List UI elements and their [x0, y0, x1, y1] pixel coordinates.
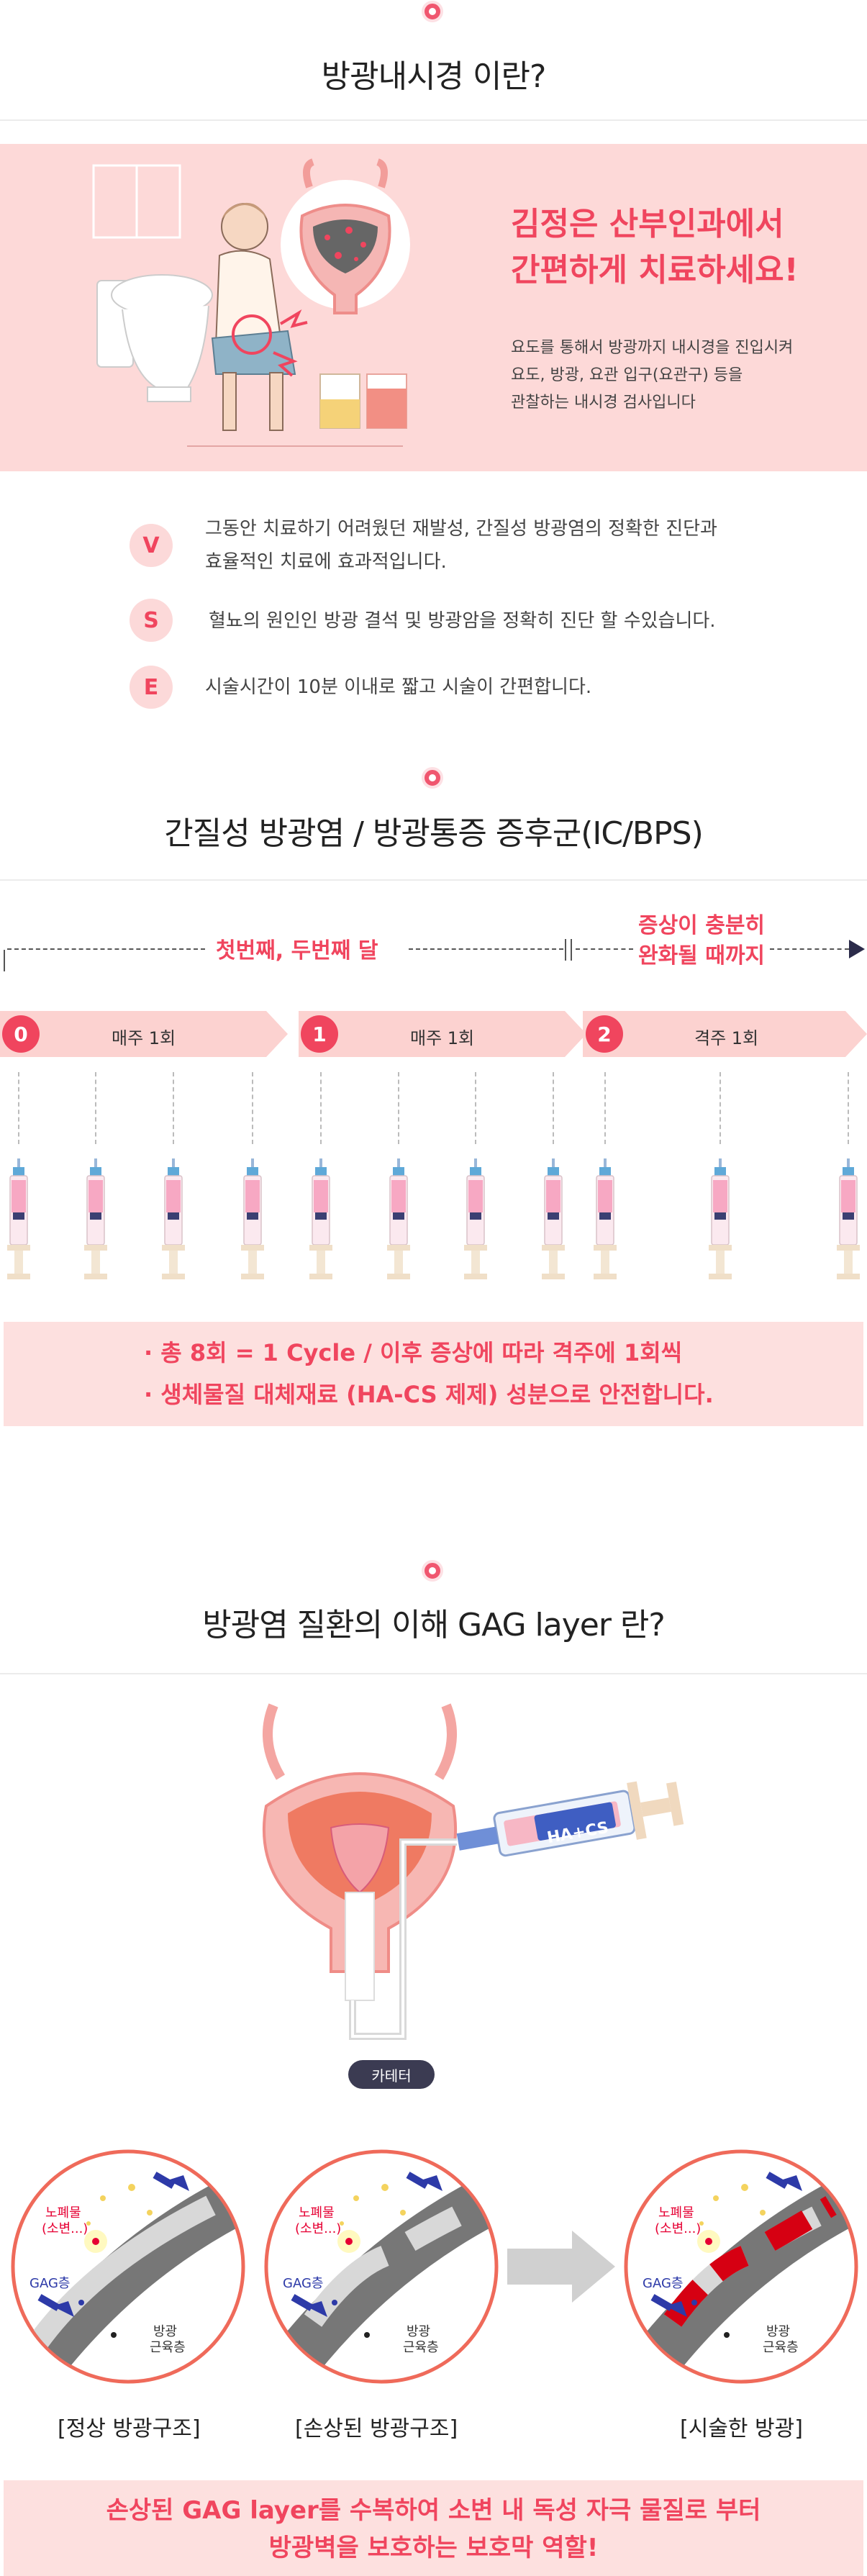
waste-label-line1: 노폐물: [45, 2205, 81, 2221]
syringe-guide-line: [173, 1072, 174, 1144]
syringe-guide-line: [553, 1072, 554, 1144]
section2-title: 간질성 방광염 / 방광통증 증후군(IC/BPS): [164, 815, 704, 852]
timeline-tick: [565, 939, 566, 961]
syringe-guide-line: [720, 1072, 721, 1144]
syringe-guide-line: [18, 1072, 19, 1144]
timeline-dash: [7, 948, 205, 950]
headline-line1: 김정은 산부인과에서: [511, 206, 784, 242]
note-2: · 생체물질 대체재료 (HA-CS 제제) 성분으로 안전합니다.: [144, 1381, 714, 1408]
syringe-guide-line: [252, 1072, 253, 1144]
gag-layer-label: GAG층: [283, 2276, 324, 2291]
muscle-label-line2: 근육층: [150, 2340, 186, 2355]
caption-normal: [정상 방광구조]: [58, 2416, 201, 2441]
waste-label-line2: (소변...): [655, 2221, 702, 2236]
syringe-guide-line: [320, 1072, 322, 1144]
syringe-icon: [84, 1158, 107, 1279]
syringe-icon: [387, 1158, 410, 1279]
step1-number: 1: [301, 1015, 338, 1053]
footer-line2: 방광벽을 보호하는 보호막 역할!: [268, 2534, 599, 2562]
intro-desc-line1: 요도를 통해서 방광까지 내시경을 진입시켜: [511, 339, 794, 357]
timeline-tick: [571, 939, 572, 961]
section-marker-icon: [425, 770, 440, 786]
step1-label: 매주 1회: [410, 1028, 475, 1048]
circle-normal-bladder-icon: [11, 2149, 245, 2384]
waste-label-line1: 노폐물: [299, 2205, 335, 2221]
circle-damaged-bladder-icon: [264, 2149, 499, 2384]
period2-line1: 증상이 충분히: [637, 913, 766, 938]
gag-layer-label: GAG층: [29, 2276, 71, 2291]
step0-band-arrow-icon: [0, 1011, 288, 1057]
intro-desc-line3: 관찰하는 내시경 검사입니다: [511, 394, 696, 412]
feature-badge-v: V: [130, 524, 173, 567]
timeline-tick: [4, 950, 5, 971]
syringe-icon: [542, 1158, 565, 1279]
step2-band-arrow-icon: [583, 1011, 867, 1057]
gag-layer-label: GAG층: [643, 2276, 684, 2291]
syringe-icon: [309, 1158, 332, 1279]
syringe-icon: [837, 1158, 860, 1279]
timeline-arrow-icon: [849, 940, 865, 958]
feature-badge-s: S: [130, 599, 173, 642]
feature-s-line1: 혈뇨의 원인인 방광 결석 및 방광암을 정확히 진단 할 수있습니다.: [209, 610, 716, 632]
caption-treated: [시술한 방광]: [680, 2416, 803, 2441]
period1-label: 첫번째, 두번째 달: [216, 938, 378, 963]
muscle-label-line1: 방광: [407, 2324, 431, 2339]
step0-label: 매주 1회: [112, 1028, 176, 1048]
arrow-right-icon: [507, 2231, 615, 2303]
caption-damaged: [손상된 방광구조]: [295, 2416, 458, 2441]
muscle-label-line1: 방광: [153, 2324, 178, 2339]
syringe-guide-line: [848, 1072, 849, 1144]
muscle-label-line2: 근육층: [403, 2340, 439, 2355]
section1-title: 방광내시경 이란?: [321, 58, 547, 95]
divider: [0, 1673, 867, 1674]
feature-v-line1: 그동안 치료하기 어려웠던 재발성, 간질성 방광염의 정확한 진단과: [205, 518, 717, 540]
footer-box: 손상된 GAG layer를 수복하여 소변 내 독성 자극 물질로 부터 방광…: [4, 2480, 863, 2576]
feature-v-text: 그동안 치료하기 어려웠던 재발성, 간질성 방광염의 정확한 진단과 효율적인…: [205, 512, 717, 579]
headline-line2: 간편하게 치료하세요!: [511, 252, 799, 289]
step2-number: 2: [586, 1015, 623, 1053]
timeline-dash: [409, 948, 563, 950]
syringe-icon: [162, 1158, 185, 1279]
syringe-icon: [594, 1158, 617, 1279]
period2-label: 증상이 충분히 완화될 때까지: [637, 911, 766, 971]
timeline-dash: [770, 948, 849, 950]
intro-banner: 김정은 산부인과에서 간편하게 치료하세요! 요도를 통해서 방광까지 내시경을…: [0, 144, 867, 471]
intro-desc-line2: 요도, 방광, 요관 입구(요관구) 등을: [511, 366, 743, 384]
timeline-dash: [576, 948, 633, 950]
cystoscopy-illustration: [92, 158, 410, 447]
waste-label-line2: (소변...): [295, 2221, 342, 2236]
syringe-icon: [709, 1158, 732, 1279]
section-marker-icon: [425, 4, 440, 19]
syringe-icon: [464, 1158, 487, 1279]
muscle-label-line1: 방광: [766, 2324, 791, 2339]
syringe-guide-line: [95, 1072, 96, 1144]
notes-box: · 총 8회 = 1 Cycle / 이후 증상에 따라 격주에 1회씩 · 생…: [4, 1322, 863, 1426]
syringe-guide-line: [475, 1072, 476, 1144]
note-1: · 총 8회 = 1 Cycle / 이후 증상에 따라 격주에 1회씩: [144, 1339, 683, 1366]
section3-title: 방광염 질환의 이해 GAG layer 란?: [202, 1607, 666, 1643]
divider: [0, 879, 867, 881]
footer-line1: 손상된 GAG layer를 수복하여 소변 내 독성 자극 물질로 부터: [106, 2496, 761, 2525]
feature-badge-e: E: [130, 666, 173, 709]
muscle-label-line2: 근육층: [763, 2340, 799, 2355]
bladder-catheter-illustration: [262, 1703, 684, 2040]
period2-line2: 완화될 때까지: [637, 943, 766, 969]
catheter-label: 카테터: [348, 2060, 435, 2089]
syringe-guide-line: [398, 1072, 399, 1144]
divider: [0, 119, 867, 121]
syringe-icon: [7, 1158, 30, 1279]
step2-label: 격주 1회: [694, 1028, 759, 1048]
feature-e-line1: 시술시간이 10분 이내로 짧고 시술이 간편합니다.: [205, 676, 592, 698]
step0-number: 0: [2, 1015, 40, 1053]
circle-treated-bladder-icon: [624, 2149, 858, 2384]
syringe-icon: [241, 1158, 264, 1279]
waste-label-line2: (소변...): [42, 2221, 88, 2236]
waste-label-line1: 노폐물: [658, 2205, 694, 2221]
syringe-guide-line: [604, 1072, 606, 1144]
section-marker-icon: [425, 1563, 440, 1579]
feature-v-line2: 효율적인 치료에 효과적입니다.: [205, 551, 447, 573]
step1-band-arrow-icon: [299, 1011, 586, 1057]
